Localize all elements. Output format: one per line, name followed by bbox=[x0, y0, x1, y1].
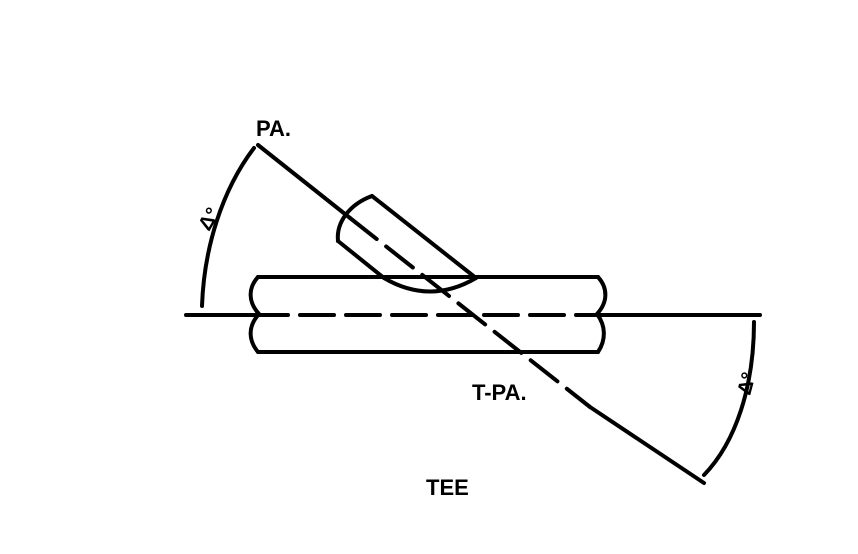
angle-arc-right bbox=[702, 320, 756, 477]
branch-pipe-upper-edge bbox=[370, 194, 478, 280]
branch-intersection-curve bbox=[382, 276, 478, 294]
main-pipe-right-break bbox=[595, 275, 608, 354]
branch-pipe bbox=[335, 194, 478, 294]
diagram-title: TEE bbox=[426, 475, 469, 500]
angle-right-label: Δ° bbox=[734, 370, 761, 397]
branch-pipe-end bbox=[335, 194, 374, 243]
branch-axis-line bbox=[256, 143, 706, 485]
angle-arc-left bbox=[200, 146, 256, 308]
branch-axis-top-label: PA. bbox=[256, 116, 291, 141]
main-pipe-left-break bbox=[248, 275, 261, 354]
branch-pipe-lower-edge bbox=[336, 239, 386, 280]
branch-axis-bottom-label: T-PA. bbox=[472, 380, 527, 405]
